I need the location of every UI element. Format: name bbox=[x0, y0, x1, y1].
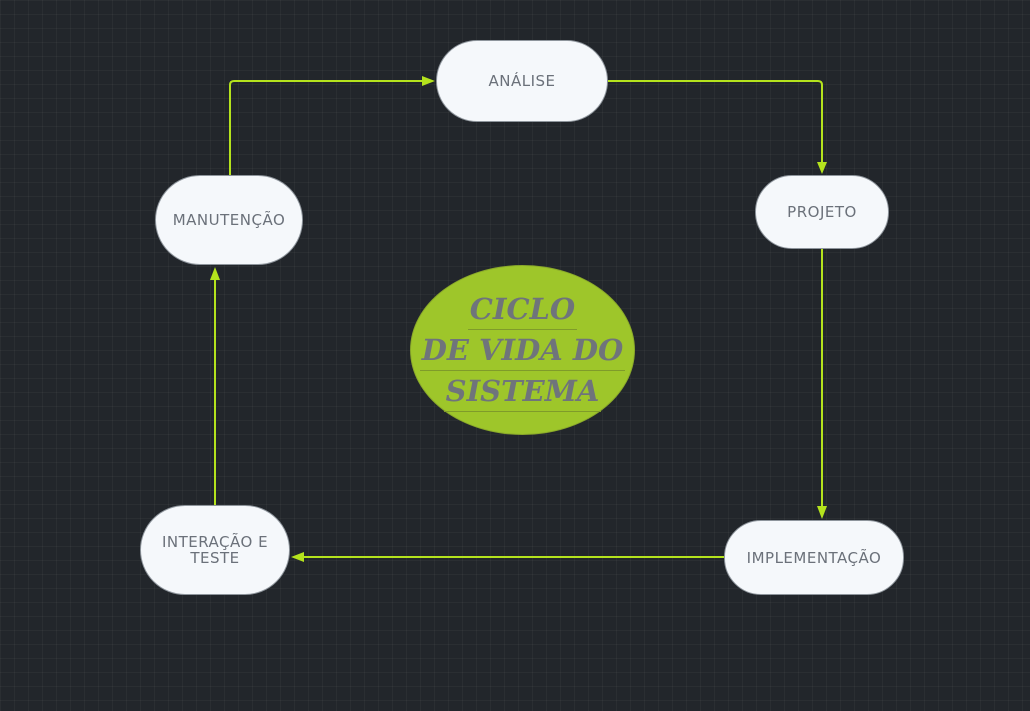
arrowhead-interacao bbox=[291, 552, 304, 562]
node-manutencao-label: MANUTENÇÃO bbox=[172, 211, 286, 229]
node-implementacao-label: IMPLEMENTAÇÃO bbox=[746, 548, 882, 567]
center-title-line-1: CICLO bbox=[467, 289, 578, 330]
node-interacao-label: INTERAÇÃO E TESTE bbox=[162, 534, 268, 566]
center-topic-ellipse[interactable]: CICLO DE VIDA DO SISTEMA bbox=[410, 265, 635, 435]
connector-analise-to-projeto[interactable] bbox=[608, 80, 823, 165]
node-manutencao[interactable]: MANUTENÇÃO bbox=[155, 175, 303, 265]
node-analise-label: ANÁLISE bbox=[488, 72, 556, 90]
connector-manutencao-to-analise[interactable] bbox=[229, 80, 424, 175]
arrowhead-analise bbox=[422, 76, 435, 86]
node-interacao-label-line2: TESTE bbox=[190, 549, 240, 567]
node-interacao-label-line1: INTERAÇÃO E bbox=[161, 533, 269, 551]
node-projeto[interactable]: PROJETO bbox=[755, 175, 889, 249]
arrowhead-manutencao bbox=[210, 267, 220, 280]
node-interacao-e-teste[interactable]: INTERAÇÃO E TESTE bbox=[140, 505, 290, 595]
center-title-line-3: SISTEMA bbox=[443, 371, 602, 412]
arrowhead-projeto bbox=[817, 162, 827, 174]
center-title-line-2: DE VIDA DO bbox=[419, 330, 626, 371]
arrowhead-implementacao bbox=[817, 506, 827, 519]
node-projeto-label: PROJETO bbox=[787, 203, 857, 221]
node-analise[interactable]: ANÁLISE bbox=[436, 40, 608, 122]
node-implementacao[interactable]: IMPLEMENTAÇÃO bbox=[724, 520, 904, 595]
